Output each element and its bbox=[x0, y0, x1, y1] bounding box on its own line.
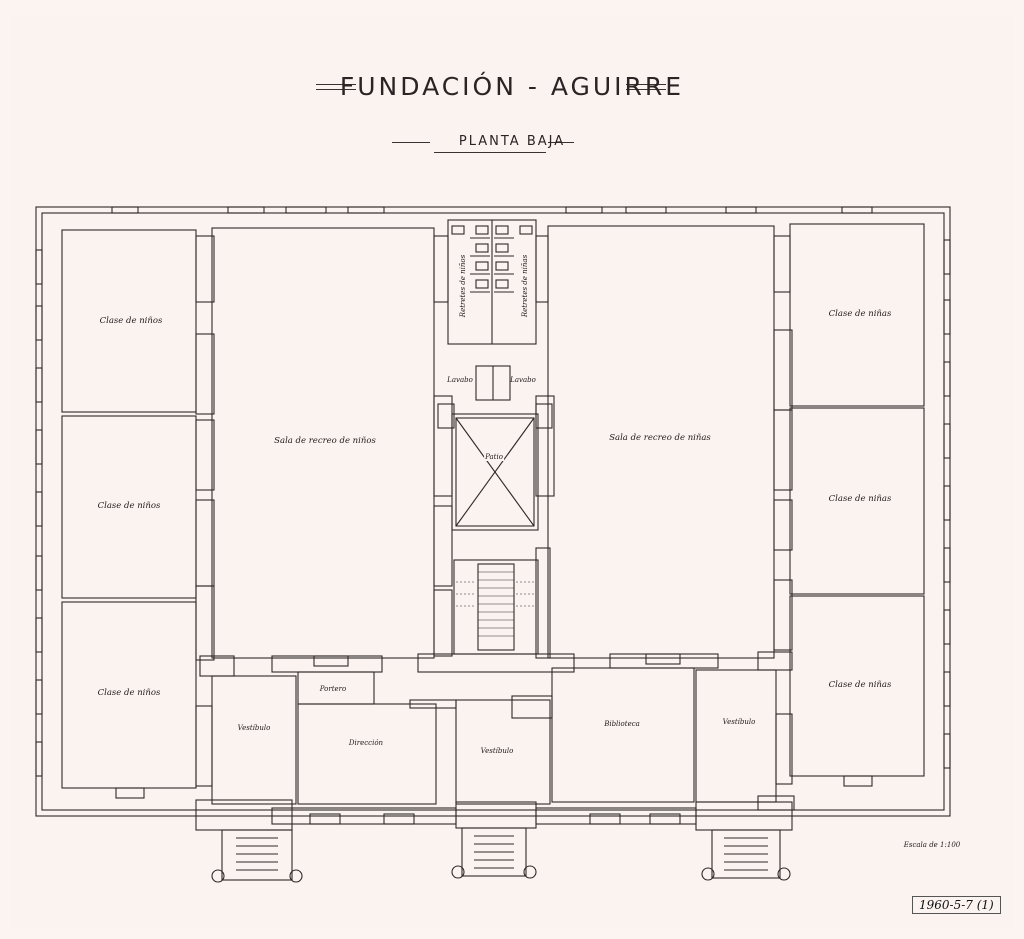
label-sala-recreo-ninos: Sala de recreo de niños bbox=[274, 436, 376, 446]
label-clase-ninos-2: Clase de niños bbox=[97, 501, 161, 511]
room-direccion bbox=[297, 703, 437, 805]
label-retretes-ninos: Retretes de niños bbox=[459, 254, 467, 318]
drawing-subtitle: PLANTA BAJA bbox=[458, 134, 566, 149]
label-portero: Portero bbox=[319, 685, 347, 693]
room-vestibulo-left bbox=[211, 675, 297, 805]
room-vestibulo-center bbox=[455, 699, 551, 805]
subtitle-rule-right bbox=[548, 142, 574, 143]
label-patio: Patio bbox=[484, 453, 504, 461]
room-clase-ninos-1 bbox=[61, 229, 197, 413]
label-clase-ninas-1: Clase de niñas bbox=[828, 309, 892, 319]
entrance-steps-right bbox=[701, 829, 791, 881]
entrance-steps-center bbox=[451, 827, 537, 879]
room-biblioteca bbox=[551, 667, 695, 803]
title-rule-left bbox=[316, 84, 356, 85]
archive-reference: 1960-5-7 (1) bbox=[912, 896, 1001, 914]
label-biblioteca: Biblioteca bbox=[604, 720, 640, 728]
room-vestibulo-right bbox=[695, 669, 777, 803]
title-rule-left-2 bbox=[316, 89, 356, 90]
label-retretes-ninas: Retretes de niñas bbox=[521, 254, 529, 318]
room-patio bbox=[451, 413, 539, 531]
room-clase-ninas-2 bbox=[789, 407, 925, 595]
label-vestibulo-left: Vestíbulo bbox=[237, 724, 271, 732]
label-clase-ninos-1: Clase de niños bbox=[99, 316, 163, 326]
drawing-title: FUNDACIÓN - AGUIRRE bbox=[339, 72, 685, 101]
label-lavabo-right: Lavabo bbox=[510, 376, 536, 384]
label-clase-ninas-3: Clase de niñas bbox=[828, 680, 892, 690]
label-vestibulo-center: Vestíbulo bbox=[480, 747, 514, 755]
entrance-steps-left bbox=[211, 829, 303, 883]
outer-wall bbox=[35, 206, 951, 817]
outer-wall-inner bbox=[41, 212, 945, 811]
staircase bbox=[453, 559, 539, 655]
label-direccion: Dirección bbox=[348, 739, 384, 747]
room-clase-ninas-1 bbox=[789, 223, 925, 407]
subtitle-rule-left bbox=[392, 142, 430, 143]
subtitle-underline bbox=[434, 152, 546, 153]
label-vestibulo-right: Vestíbulo bbox=[722, 718, 756, 726]
scale-note: Escala de 1:100 bbox=[903, 841, 961, 849]
title-rule-right-2 bbox=[626, 89, 666, 90]
title-rule-right bbox=[626, 84, 666, 85]
label-sala-recreo-ninas: Sala de recreo de niñas bbox=[609, 433, 711, 443]
label-lavabo-left: Lavabo bbox=[447, 376, 473, 384]
label-clase-ninos-3: Clase de niños bbox=[97, 688, 161, 698]
label-clase-ninas-2: Clase de niñas bbox=[828, 494, 892, 504]
